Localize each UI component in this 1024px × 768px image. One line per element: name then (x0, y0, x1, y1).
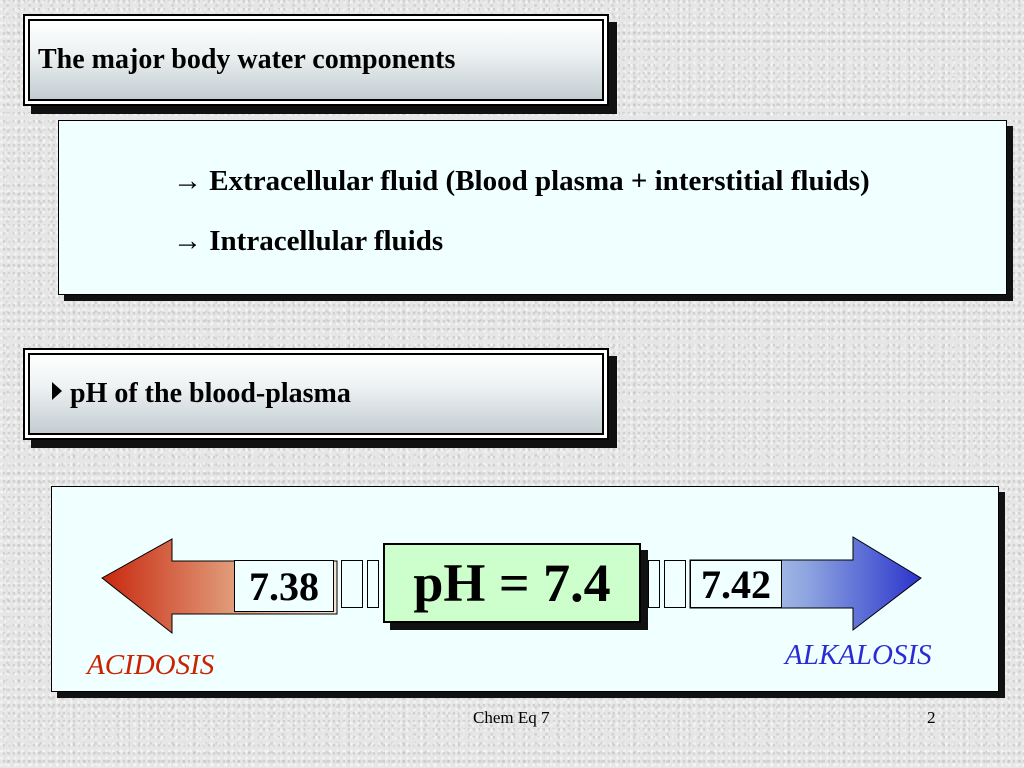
bullet-extracellular: → Extracellular fluid (Blood plasma + in… (173, 165, 870, 198)
scale-slot (341, 560, 363, 608)
ph-panel: 7.38 7.42 pH = 7.4 ACIDOSIS ALKALOSIS (51, 486, 999, 692)
acidosis-label: ACIDOSIS (87, 649, 215, 681)
bullet-triangle-icon (52, 382, 62, 400)
subtitle: pH of the blood-plasma (28, 353, 604, 435)
title-box: The major body water components (23, 14, 609, 106)
bullet-text: Extracellular fluid (Blood plasma + inte… (209, 165, 870, 197)
arrow-right-icon: → (173, 165, 202, 197)
scale-slot (648, 560, 660, 608)
subtitle-box: pH of the blood-plasma (23, 348, 609, 440)
slide-number: 2 (927, 708, 936, 727)
base-threshold-value: 7.42 (690, 560, 782, 608)
slide-title: The major body water components (28, 19, 604, 101)
components-panel: → Extracellular fluid (Blood plasma + in… (58, 120, 1007, 295)
footer-title: Chem Eq 7 (473, 708, 550, 727)
bullet-text: Intracellular fluids (209, 225, 444, 257)
scale-slot (664, 560, 686, 608)
scale-slot (367, 560, 379, 608)
acid-threshold-value: 7.38 (234, 560, 334, 612)
bullet-intracellular: → Intracellular fluids (173, 225, 443, 258)
arrow-right-icon: → (173, 225, 202, 257)
ph-value-box: pH = 7.4 (383, 543, 641, 623)
alkalosis-label: ALKALOSIS (785, 639, 932, 671)
subtitle-text: pH of the blood-plasma (70, 378, 351, 409)
